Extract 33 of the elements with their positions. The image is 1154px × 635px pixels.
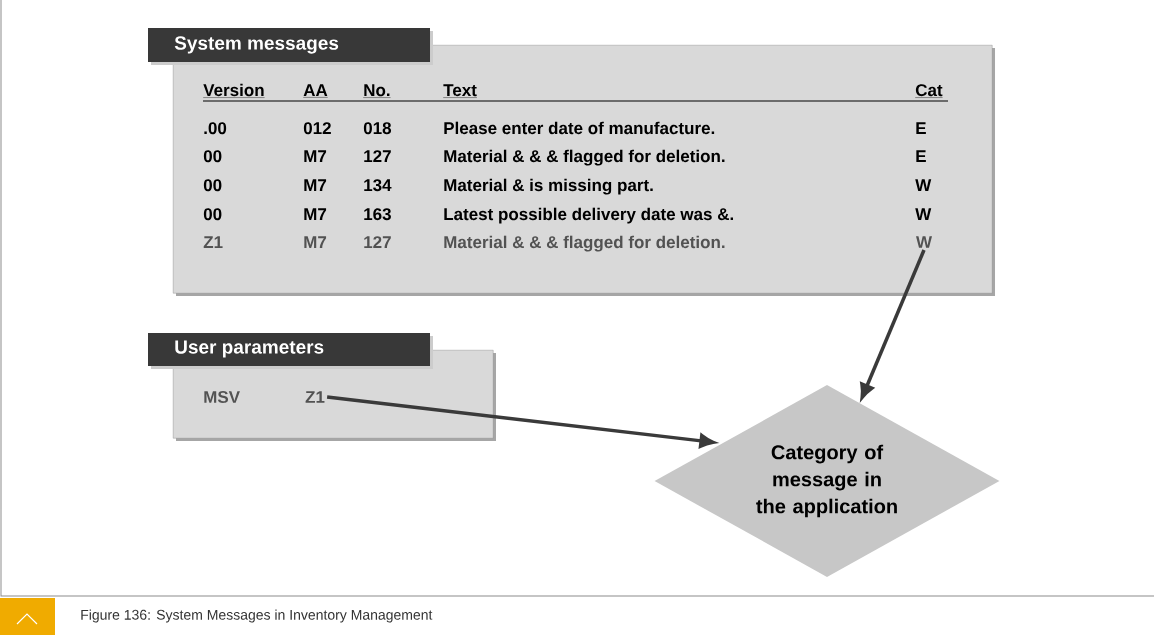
table-cell: M7: [304, 208, 327, 220]
table-cell: 012: [303, 122, 331, 135]
column-header: AA: [303, 84, 328, 98]
table-cell: Material & is missing part.: [444, 178, 653, 195]
table-cell: Latest possible delivery date was &.: [444, 207, 734, 224]
table-cell: 134: [364, 179, 392, 192]
table-cell: 018: [363, 122, 392, 135]
table-cell: 00: [203, 208, 222, 221]
table-cell: W: [915, 179, 932, 191]
column-header: Cat: [915, 84, 943, 98]
table-cell: Material & & & flagged for deletion.: [444, 235, 725, 252]
table-cell: M7: [304, 179, 327, 191]
table-cell: M7: [304, 236, 327, 248]
figure-caption: Figure 136: System Messages in Inventory Management: [81, 609, 433, 623]
table-cell: Z1: [305, 391, 325, 403]
table-cell: 00: [203, 179, 222, 192]
table-cell: E: [916, 122, 926, 134]
table-cell: 127: [364, 236, 391, 248]
table-cell: 163: [364, 208, 391, 221]
table-cell: 00: [203, 150, 222, 163]
table-cell: W: [915, 208, 932, 220]
table-cell: .00: [204, 122, 227, 135]
column-header: Version: [203, 83, 265, 98]
column-header: No.: [363, 84, 391, 98]
table-cell: Material & & & flagged for deletion.: [444, 149, 725, 166]
table-cell: 127: [364, 150, 391, 162]
table-cell: E: [916, 150, 926, 162]
table-cell: Z1: [203, 236, 223, 248]
table-cell: Please enter date of manufacture.: [444, 121, 715, 135]
table-cell: M7: [304, 150, 327, 162]
table-cell: W: [916, 236, 932, 248]
parameter-name: MSV: [204, 391, 240, 404]
column-header: Text: [443, 84, 478, 98]
